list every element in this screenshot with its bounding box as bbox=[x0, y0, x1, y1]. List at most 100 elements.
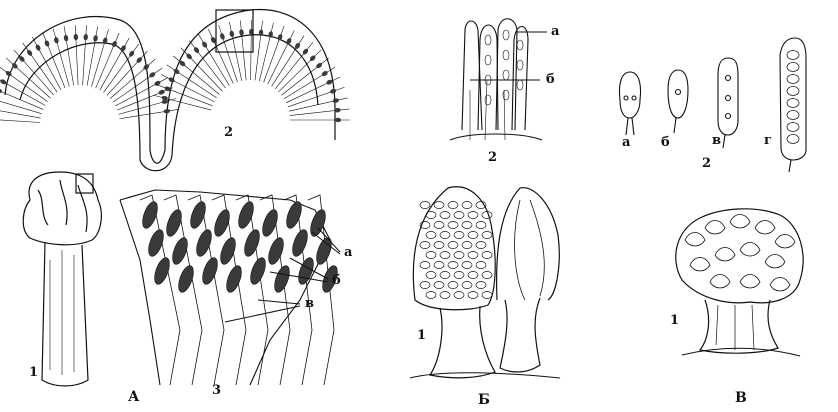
morel-stipe-left bbox=[429, 305, 496, 379]
morel-pit bbox=[439, 251, 451, 259]
ascospore bbox=[93, 35, 98, 42]
ascospore-small bbox=[502, 49, 510, 61]
ascospore bbox=[316, 62, 322, 69]
label-panel-A: А bbox=[128, 389, 140, 405]
label-asci-b: б bbox=[661, 135, 670, 150]
ascospore-large bbox=[268, 237, 284, 265]
morel-pit bbox=[433, 221, 445, 229]
label-panel-V: В bbox=[735, 390, 747, 406]
ascospore bbox=[302, 48, 309, 55]
asci-stages bbox=[618, 37, 807, 173]
ascospore-stage-g bbox=[786, 98, 800, 108]
ascospore bbox=[158, 89, 165, 95]
morel-pit bbox=[419, 261, 431, 269]
label-A-part-a: а bbox=[344, 245, 353, 260]
morel-pit bbox=[425, 251, 437, 259]
ascospore-stage-g bbox=[786, 86, 800, 96]
morel-pit bbox=[453, 231, 465, 239]
label-A-part-b: б bbox=[332, 273, 341, 288]
ascospore-stage-g bbox=[786, 110, 800, 120]
ascospore-large bbox=[310, 209, 326, 237]
ascospore bbox=[0, 79, 7, 85]
morel-pit bbox=[475, 281, 487, 289]
morel-pit bbox=[419, 201, 431, 209]
morel-pit bbox=[439, 291, 451, 299]
brain-fold bbox=[704, 220, 726, 235]
morel-pits bbox=[419, 201, 493, 299]
ascospore bbox=[12, 63, 18, 69]
label-B-part-b: б bbox=[546, 72, 555, 87]
ascospore bbox=[186, 53, 192, 60]
ascospore bbox=[193, 47, 200, 53]
ascospore bbox=[210, 36, 216, 44]
morel-pit bbox=[453, 291, 465, 299]
morel-pit bbox=[467, 271, 479, 279]
ascospore-large bbox=[262, 209, 278, 237]
ascospore bbox=[249, 28, 254, 36]
ascospore bbox=[326, 79, 333, 85]
ascospore bbox=[229, 30, 235, 38]
ascospore bbox=[220, 33, 225, 40]
ascospore bbox=[112, 40, 117, 48]
morel-pit bbox=[467, 211, 479, 219]
ascus-stage-a bbox=[618, 71, 642, 119]
ascospore bbox=[173, 68, 180, 74]
ascospore-small bbox=[484, 34, 492, 46]
morel-pit bbox=[467, 291, 479, 299]
brain-folds bbox=[684, 214, 796, 292]
ascospore bbox=[294, 42, 301, 49]
ascospore bbox=[83, 33, 88, 41]
ascospore-large bbox=[238, 201, 254, 229]
ascospore bbox=[136, 57, 143, 63]
brain-fold bbox=[714, 247, 736, 262]
cap-A1 bbox=[22, 171, 102, 246]
ascospore bbox=[334, 117, 342, 123]
morel-B1 bbox=[409, 186, 561, 379]
ascospore-large bbox=[226, 265, 242, 293]
ascospore bbox=[286, 38, 292, 45]
morel-cap-left bbox=[412, 186, 496, 311]
label-V-fig1: 1 bbox=[670, 313, 680, 328]
morel-pit bbox=[433, 281, 445, 289]
asci-detail-A3 bbox=[119, 189, 338, 386]
ascospore-small bbox=[516, 59, 524, 71]
brain-stipe bbox=[698, 299, 779, 354]
ascospore-small bbox=[516, 79, 524, 91]
ascospore bbox=[35, 44, 41, 51]
morel-pit bbox=[425, 271, 437, 279]
morel-pit bbox=[461, 241, 473, 249]
morel-pit bbox=[439, 231, 451, 239]
ascospore bbox=[27, 49, 33, 56]
ascospore bbox=[161, 95, 168, 101]
morel-pit bbox=[467, 231, 479, 239]
morel-pit bbox=[419, 281, 431, 289]
ascospore-large bbox=[142, 201, 158, 229]
morel-pit bbox=[419, 241, 431, 249]
morel-pit bbox=[425, 231, 437, 239]
ascospore bbox=[129, 50, 135, 57]
ascospore bbox=[163, 109, 171, 114]
asci-left-arch bbox=[0, 25, 179, 123]
stipe-A1 bbox=[41, 241, 89, 387]
morel-pit bbox=[433, 261, 445, 269]
ascospore bbox=[168, 77, 175, 83]
brain-fungus-V1 bbox=[675, 208, 804, 357]
morel-pit bbox=[461, 201, 473, 209]
morel-pit bbox=[461, 281, 473, 289]
ascospore-large bbox=[244, 229, 260, 257]
morel-pit bbox=[433, 201, 445, 209]
ascospore-large bbox=[148, 229, 164, 257]
ascus-line bbox=[0, 110, 41, 119]
morel-pit bbox=[475, 201, 487, 209]
morel-pit bbox=[433, 241, 445, 249]
ascus-outline bbox=[307, 194, 335, 386]
ascospore-small bbox=[516, 39, 524, 51]
ascospore bbox=[179, 60, 186, 67]
ascospore-large bbox=[154, 257, 170, 285]
ascospore bbox=[334, 108, 341, 113]
morel-pit bbox=[425, 291, 437, 299]
morel-cap-right bbox=[496, 187, 560, 301]
label-asci-a: а bbox=[622, 135, 631, 150]
ascus-outline bbox=[211, 194, 247, 386]
